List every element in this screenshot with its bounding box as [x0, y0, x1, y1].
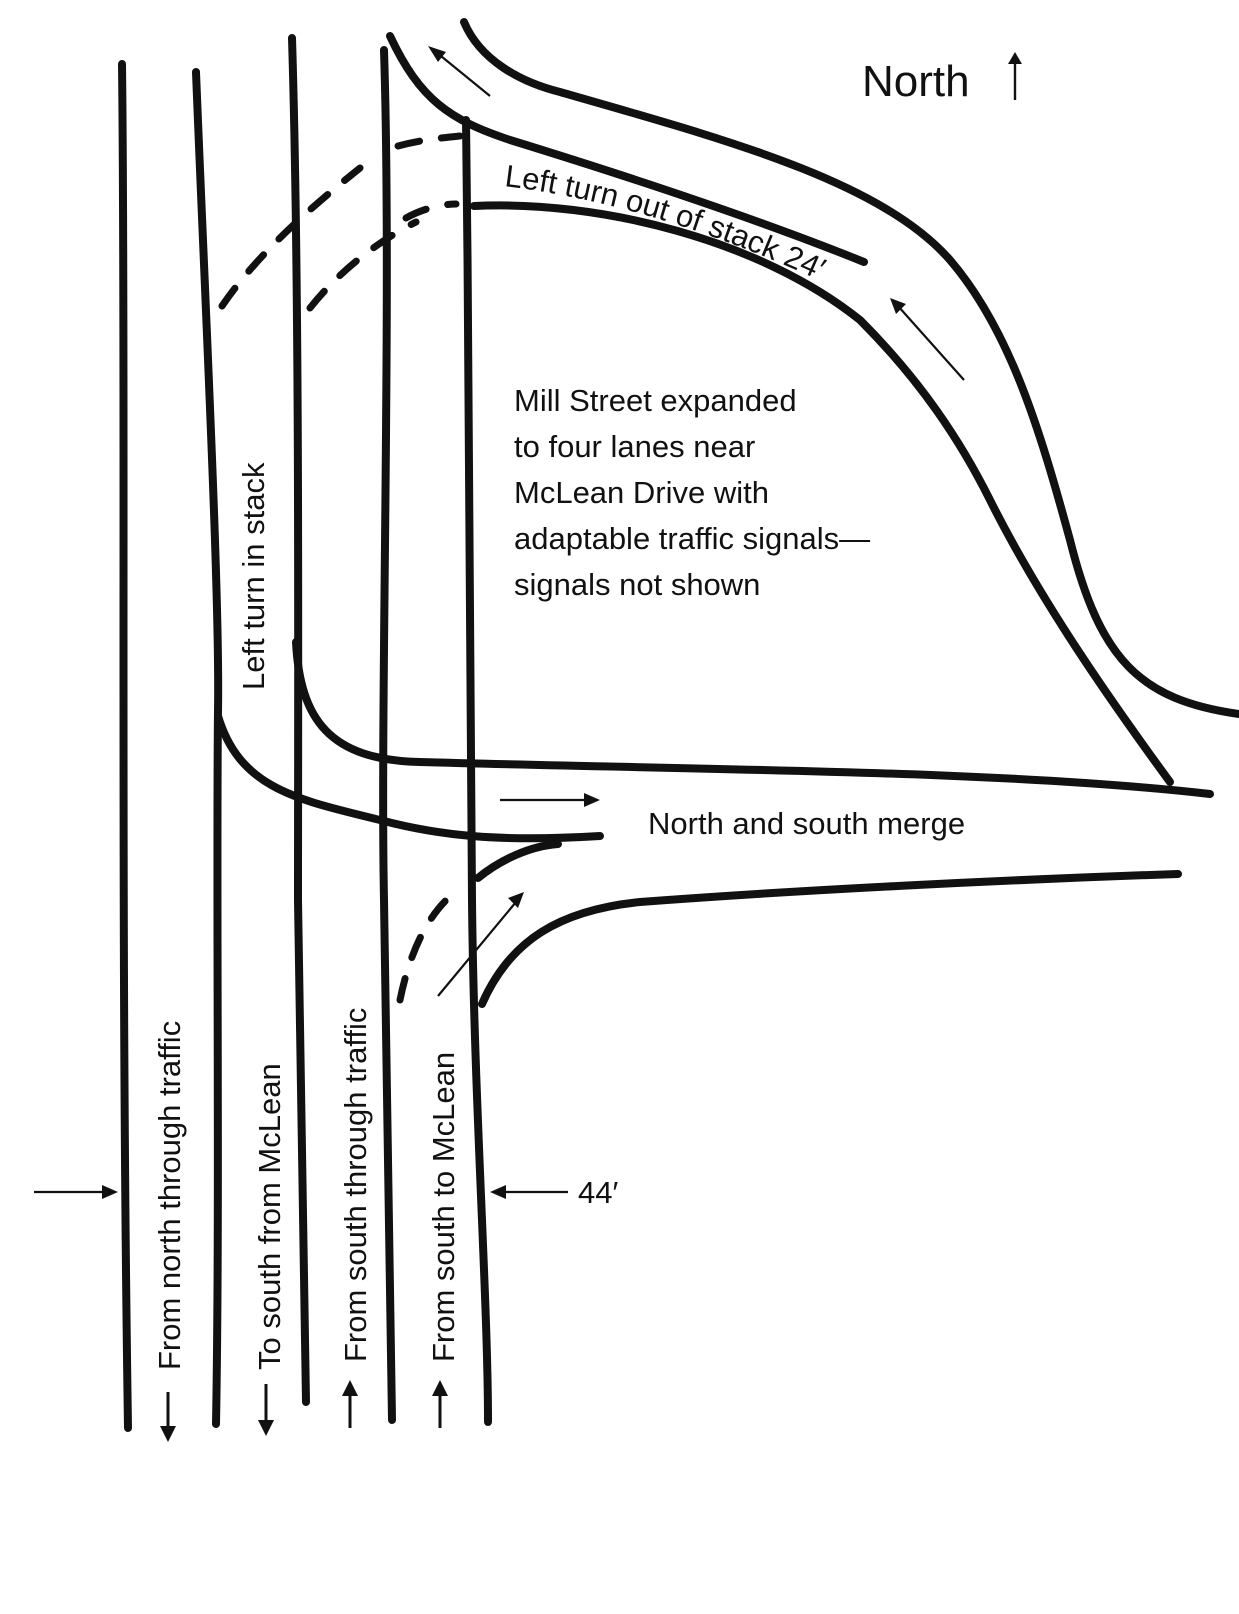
mill-north-edge — [292, 638, 1214, 798]
description-line: signals not shown — [514, 567, 761, 602]
lane-label-4: From south to McLean — [426, 1051, 461, 1362]
road-edge-west — [118, 60, 132, 1432]
ramp-inner-edge — [386, 32, 868, 266]
lane-arrow-down-2 — [258, 1384, 274, 1436]
arrow-ramp-nw — [890, 298, 965, 381]
mill-merge-line — [214, 712, 604, 843]
description-block: Mill Street expanded to four lanes near … — [514, 378, 954, 608]
road-line-2 — [192, 68, 223, 1428]
description-line: to four lanes near — [514, 429, 756, 464]
dashed-turn-path-2 — [306, 218, 420, 312]
lane-label-3: From south through traffic — [338, 1007, 373, 1362]
lane-arrow-up-4 — [432, 1380, 448, 1428]
arrow-ne-to-mclean — [437, 892, 524, 997]
lane-label-1: From north through traffic — [152, 1020, 187, 1370]
dashed-turn-path-5 — [396, 886, 462, 1004]
lane-arrow-up-3 — [342, 1380, 358, 1428]
dashed-turn-path-4 — [402, 200, 460, 222]
compass-label: North — [862, 57, 970, 106]
dashed-turn-path-3 — [394, 132, 464, 150]
label-left-turn-out: Left turn out of stack 24′ — [503, 158, 831, 286]
description-line: McLean Drive with — [514, 475, 769, 510]
mill-merge-curve — [474, 840, 562, 882]
ramp-outer-edge — [460, 18, 1239, 718]
ramp-lower-edge — [470, 201, 1174, 786]
label-left-turn-in-stack: Left turn in stack — [236, 462, 271, 690]
lane-arrow-down-1 — [160, 1392, 176, 1442]
dashed-turn-path-1 — [218, 164, 364, 310]
lane-label-2: To south from McLean — [252, 1063, 287, 1370]
dimension-arrow-left — [34, 1185, 118, 1199]
label-merge: North and south merge — [648, 806, 966, 841]
description-line: Mill Street expanded — [514, 383, 797, 418]
mill-south-edge — [478, 870, 1182, 1008]
arrow-merge-east — [500, 793, 600, 807]
north-arrow-icon — [1008, 52, 1022, 100]
road-line-3 — [288, 34, 310, 1406]
road-edge-east — [462, 116, 492, 1426]
arrow-nw-exit — [428, 46, 491, 97]
dimension-arrow-right — [490, 1185, 568, 1199]
road-line-4 — [379, 46, 396, 1424]
description-line: adaptable traffic signals— — [514, 521, 871, 556]
label-width-44: 44′ — [578, 1175, 619, 1210]
